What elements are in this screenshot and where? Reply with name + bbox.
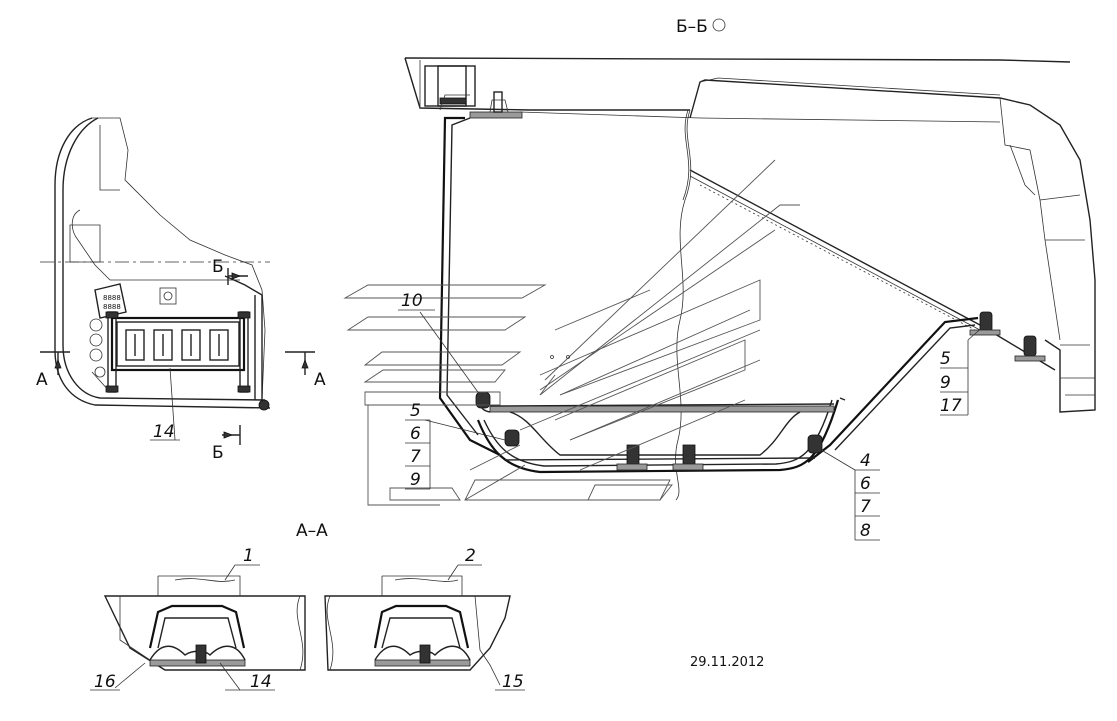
callout-2: 2 — [465, 546, 476, 566]
plan-view: 8888 8888 — [40, 117, 315, 445]
plan-mark-b-bottom: Б — [212, 443, 224, 463]
svg-text:8888: 8888 — [103, 303, 121, 311]
section-bb-view — [343, 57, 1096, 541]
callout-right-top-17: 17 — [940, 396, 962, 416]
callout-left-9: 9 — [410, 470, 421, 490]
callout-14-plan: 14 — [153, 422, 175, 442]
callout-10: 10 — [401, 291, 423, 311]
callout-left-5: 5 — [410, 401, 421, 421]
callout-1: 1 — [243, 546, 254, 566]
callout-14-aa: 14 — [250, 672, 272, 692]
callout-left-7: 7 — [410, 447, 421, 467]
callout-15: 15 — [502, 672, 524, 692]
drawing-date: 29.11.2012 — [690, 655, 764, 670]
plan-mark-a-right: А — [314, 370, 326, 390]
section-aa-title: А–А — [296, 521, 328, 541]
callout-right-top-9: 9 — [940, 373, 951, 393]
callout-right-bottom-7: 7 — [860, 497, 871, 517]
rotated-view-icon — [712, 18, 726, 32]
plan-mark-a-left: А — [36, 370, 48, 390]
callout-right-bottom-6: 6 — [860, 474, 871, 494]
callout-right-top-5: 5 — [940, 349, 951, 369]
svg-text:8888: 8888 — [103, 294, 121, 302]
callout-right-bottom-4: 4 — [860, 451, 871, 471]
callout-left-6: 6 — [410, 424, 421, 444]
plan-mark-b-top: Б — [212, 257, 224, 277]
callout-16: 16 — [94, 672, 116, 692]
section-bb-title: Б–Б — [676, 17, 708, 37]
section-aa-view — [90, 564, 525, 691]
callout-right-bottom-8: 8 — [860, 521, 871, 541]
